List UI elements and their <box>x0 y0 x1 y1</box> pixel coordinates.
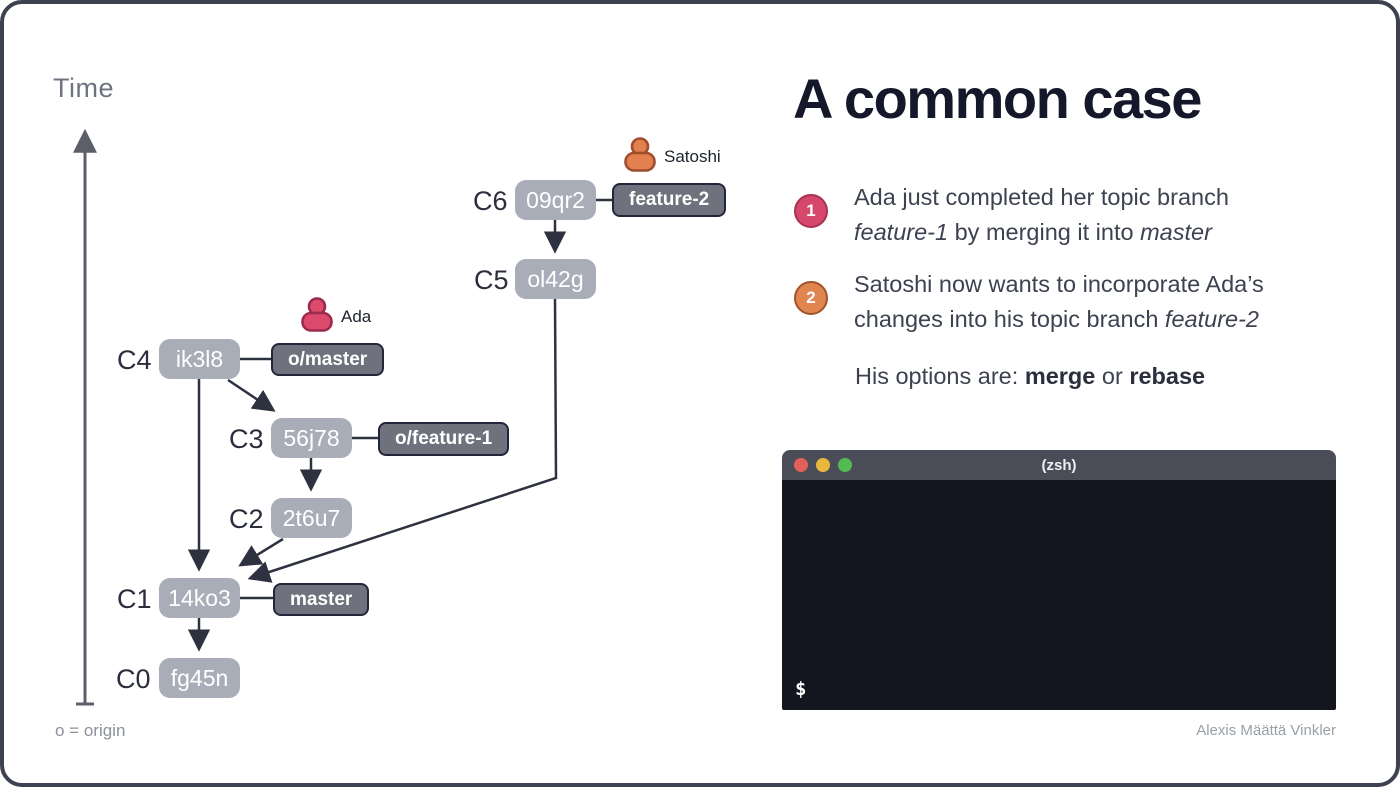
commit-node-c3: 56j78 <box>271 418 352 458</box>
commit-hash: ik3l8 <box>175 345 224 372</box>
point-1-italic-part: master <box>1140 219 1212 245</box>
point-1-number-badge: 1 <box>794 194 828 228</box>
point-2-text: Satoshi now wants to incorporate Ada’s c… <box>854 267 1314 337</box>
maximize-window-icon <box>838 458 852 472</box>
edge-c2-c1 <box>238 537 284 567</box>
terminal-body: $ <box>782 480 1336 710</box>
commit-graph-edges <box>73 128 612 706</box>
commit-hash: 56j78 <box>283 424 340 451</box>
commit-node-c6: 09qr2 <box>515 180 596 220</box>
time-axis-label: Time <box>53 73 114 103</box>
terminal-title: (zsh) <box>1041 456 1077 474</box>
branch-label-o-master: o/master <box>271 343 385 376</box>
commit-label-c3: C3 <box>229 424 264 454</box>
commit-label-c5: C5 <box>474 265 509 295</box>
point-2: 2 Satoshi now wants to incorporate Ada’s… <box>794 267 1314 337</box>
ada-avatar-icon <box>301 297 333 332</box>
options-text-part: or <box>1095 363 1130 389</box>
options-line: His options are: merge or rebase <box>855 363 1205 390</box>
shell-prompt: $ <box>795 678 807 700</box>
satoshi-name: Satoshi <box>664 147 721 166</box>
satoshi-avatar-icon <box>624 137 656 172</box>
close-window-icon <box>794 458 808 472</box>
branch-label-master: master <box>273 583 370 616</box>
edge-c5-c1 <box>247 298 558 583</box>
commit-node-c5: ol42g <box>515 259 596 299</box>
point-1: 1 Ada just completed her topic branch fe… <box>794 180 1314 250</box>
options-rebase: rebase <box>1129 363 1206 389</box>
branch-label-o-feature-1: o/feature-1 <box>378 422 510 456</box>
commit-label-c6: C6 <box>473 186 508 216</box>
commit-label-c2: C2 <box>229 504 264 534</box>
point-1-text-part: Ada just completed her topic branch <box>854 184 1229 210</box>
options-merge: merge <box>1024 363 1096 389</box>
commit-label-c1: C1 <box>117 584 152 614</box>
options-text-part: His options are: <box>855 363 1025 389</box>
point-1-italic-part: feature-1 <box>854 219 949 245</box>
origin-legend: o = origin <box>55 721 126 740</box>
ada-name: Ada <box>341 307 372 326</box>
terminal-titlebar: (zsh) <box>782 450 1336 480</box>
author-credit: Alexis Määttä Vinkler <box>1196 722 1336 739</box>
edge-c4-c3 <box>227 378 276 412</box>
page-title: A common case <box>793 67 1202 130</box>
point-2-italic-part: feature-2 <box>1164 306 1259 332</box>
commit-node-c2: 2t6u7 <box>271 498 352 538</box>
commit-hash: 2t6u7 <box>282 504 341 531</box>
window-controls <box>794 458 852 472</box>
point-2-text-part: Satoshi now wants to incorporate Ada’s c… <box>854 271 1264 332</box>
commit-node-c0: fg45n <box>159 658 240 698</box>
point-1-text-part: by merging it into <box>948 219 1141 245</box>
commit-label-c0: C0 <box>116 664 151 694</box>
commit-hash: ol42g <box>527 265 584 292</box>
commit-node-c4: ik3l8 <box>159 339 240 379</box>
minimize-window-icon <box>816 458 830 472</box>
commit-hash: 09qr2 <box>526 186 585 213</box>
point-2-number-badge: 2 <box>794 281 828 315</box>
point-1-text: Ada just completed her topic branch feat… <box>854 180 1314 250</box>
commit-hash: 14ko3 <box>168 584 231 611</box>
commit-label-c4: C4 <box>117 345 152 375</box>
commit-node-c1: 14ko3 <box>159 578 240 618</box>
commit-hash: fg45n <box>170 664 229 691</box>
terminal-window: (zsh) $ <box>782 450 1336 710</box>
branch-label-feature-2: feature-2 <box>612 183 727 217</box>
